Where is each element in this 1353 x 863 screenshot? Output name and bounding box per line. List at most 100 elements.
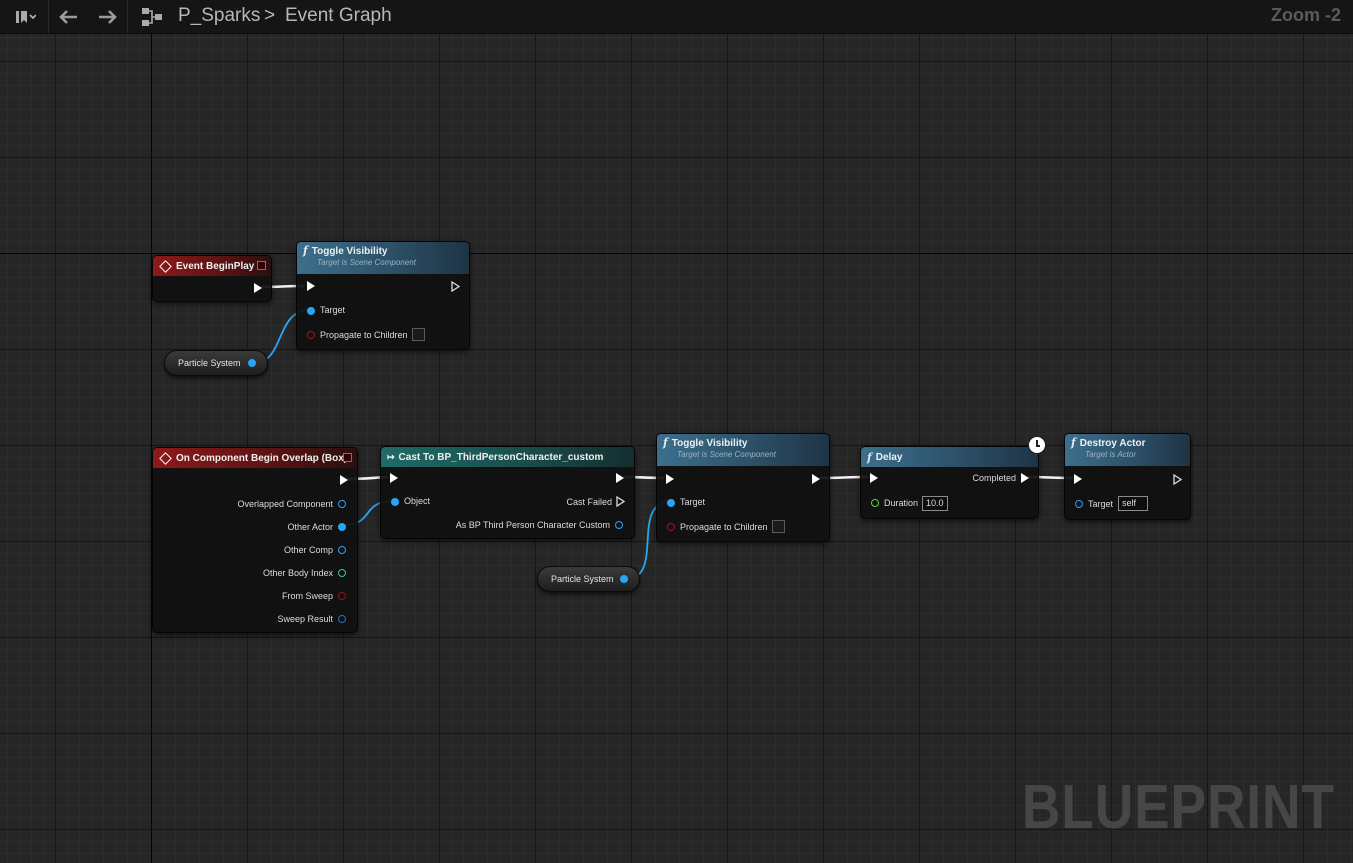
pin-label-target: Target xyxy=(680,497,706,507)
node-subtitle: Target is Actor xyxy=(1085,450,1136,459)
variable-label: Particle System xyxy=(551,574,614,584)
event-icon xyxy=(159,259,172,273)
sweep-result-pin[interactable] xyxy=(338,615,346,623)
delegate-pin-icon[interactable] xyxy=(343,453,352,462)
propagate-pin[interactable] xyxy=(307,331,315,339)
pin-label-duration: Duration xyxy=(884,498,919,508)
as-character-pin[interactable] xyxy=(615,521,623,529)
pin-label-completed: Completed xyxy=(972,473,1016,483)
node-header: ↦ Cast To BP_ThirdPersonCharacter_custom xyxy=(381,447,634,467)
pin-label-target: Target xyxy=(320,305,346,315)
exec-out-pin[interactable] xyxy=(616,473,624,483)
exec-in-pin[interactable] xyxy=(870,473,878,483)
node-title: Delay xyxy=(875,451,903,463)
delegate-pin-icon[interactable] xyxy=(257,261,266,270)
node-title: Toggle Visibility xyxy=(311,246,388,257)
node-title: Toggle Visibility xyxy=(671,438,748,449)
propagate-pin[interactable] xyxy=(667,523,675,531)
completed-exec-pin[interactable] xyxy=(1021,473,1029,483)
propagate-checkbox[interactable] xyxy=(412,328,425,341)
graph-icon xyxy=(138,0,166,33)
exec-in-pin[interactable] xyxy=(1074,474,1082,484)
target-pin[interactable] xyxy=(1075,500,1083,508)
graph-origin-vertical-line xyxy=(151,34,152,863)
bookmark-dropdown-button[interactable] xyxy=(4,0,46,33)
graph-type-watermark: BLUEPRINT xyxy=(1022,773,1335,842)
output-pin[interactable] xyxy=(248,359,256,367)
from-sweep-pin[interactable] xyxy=(338,592,346,600)
exec-out-pin[interactable] xyxy=(340,475,348,485)
other-actor-pin[interactable] xyxy=(338,523,346,531)
node-title: Destroy Actor xyxy=(1079,438,1146,449)
target-input[interactable]: self xyxy=(1118,496,1148,511)
propagate-checkbox[interactable] xyxy=(772,520,785,533)
delay-node[interactable]: f Delay Completed Duration 10.0 xyxy=(860,446,1039,519)
exec-out-pin[interactable] xyxy=(812,474,820,484)
pin-label-other-actor: Other Actor xyxy=(287,522,333,532)
cast-failed-exec-pin[interactable] xyxy=(616,496,626,507)
duration-input[interactable]: 10.0 xyxy=(922,496,948,511)
pin-label-as-character: As BP Third Person Character Custom xyxy=(455,520,610,530)
graph-origin-horizontal-line xyxy=(0,253,1353,254)
clock-icon xyxy=(1028,436,1046,454)
arrow-left-icon xyxy=(59,9,77,24)
pin-label-from-sweep: From Sweep xyxy=(281,591,333,601)
node-subtitle: Target is Scene Component xyxy=(677,450,776,459)
breadcrumb-blueprint[interactable]: P_Sparks xyxy=(178,5,261,26)
node-header: On Component Begin Overlap (Box) xyxy=(153,448,357,468)
pin-label-other-body-index: Other Body Index xyxy=(262,568,333,578)
exec-out-pin[interactable] xyxy=(1173,474,1183,485)
event-icon xyxy=(159,451,172,465)
particle-system-variable-node[interactable]: Particle System xyxy=(164,350,268,376)
pin-label-propagate: Propagate to Children xyxy=(680,522,768,532)
exec-in-pin[interactable] xyxy=(666,474,674,484)
target-pin[interactable] xyxy=(307,307,315,315)
target-pin[interactable] xyxy=(667,499,675,507)
other-comp-pin[interactable] xyxy=(338,546,346,554)
function-icon: f xyxy=(867,450,872,464)
pin-label-other-comp: Other Comp xyxy=(283,545,333,555)
back-button[interactable] xyxy=(54,0,84,33)
breadcrumb-separator: > xyxy=(264,5,276,26)
duration-pin[interactable] xyxy=(871,499,879,507)
object-pin[interactable] xyxy=(391,498,399,506)
particle-system-variable-node[interactable]: Particle System xyxy=(537,566,640,592)
exec-in-pin[interactable] xyxy=(307,281,315,291)
exec-out-pin[interactable] xyxy=(451,281,461,292)
arrow-right-icon xyxy=(99,9,117,24)
other-body-index-pin[interactable] xyxy=(338,569,346,577)
cast-icon: ↦ xyxy=(387,451,395,462)
node-header: Event BeginPlay xyxy=(153,256,271,276)
node-title: On Component Begin Overlap (Box) xyxy=(176,452,348,464)
variable-label: Particle System xyxy=(178,358,241,368)
pin-label-object: Object xyxy=(404,496,431,506)
on-component-begin-overlap-node[interactable]: On Component Begin Overlap (Box) Overlap… xyxy=(152,447,358,633)
output-pin[interactable] xyxy=(620,575,628,583)
node-title: Event BeginPlay xyxy=(176,260,255,272)
cast-to-node[interactable]: ↦ Cast To BP_ThirdPersonCharacter_custom… xyxy=(380,446,635,539)
breadcrumb-graph[interactable]: Event Graph xyxy=(285,5,392,26)
pin-label-propagate: Propagate to Children xyxy=(320,330,408,340)
toolbar-separator xyxy=(48,0,49,33)
graph-toolbar: P_Sparks > Event Graph Zoom -2 xyxy=(0,0,1353,34)
exec-out-pin[interactable] xyxy=(254,283,262,293)
pin-label-sweep-result: Sweep Result xyxy=(277,614,333,624)
forward-button[interactable] xyxy=(92,0,122,33)
pin-label-cast-failed: Cast Failed xyxy=(566,497,612,507)
function-icon: f xyxy=(303,244,308,257)
exec-in-pin[interactable] xyxy=(390,473,398,483)
zoom-level: Zoom -2 xyxy=(1271,5,1341,25)
event-begin-play-node[interactable]: Event BeginPlay xyxy=(152,255,272,302)
overlapped-component-pin[interactable] xyxy=(338,500,346,508)
pin-label-overlapped-component: Overlapped Component xyxy=(237,499,333,509)
node-subtitle: Target is Scene Component xyxy=(317,258,416,267)
function-icon: f xyxy=(1071,436,1076,449)
pin-label-target: Target xyxy=(1088,499,1114,509)
